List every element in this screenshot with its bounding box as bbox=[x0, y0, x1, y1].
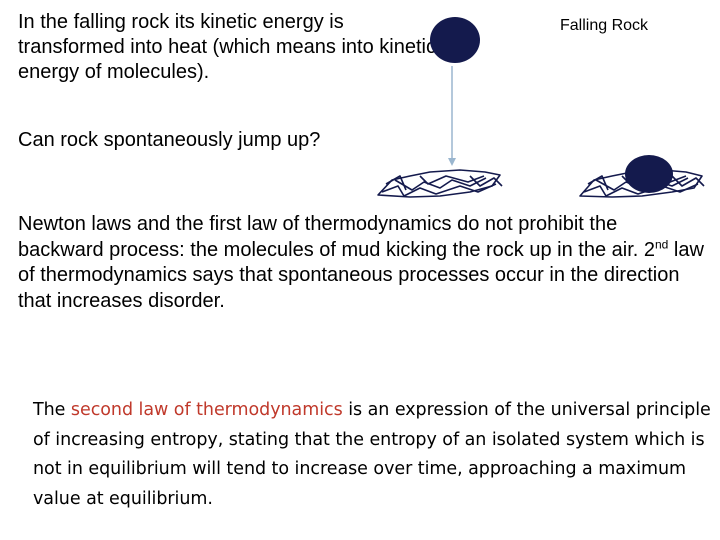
mud-splash-right bbox=[579, 169, 705, 198]
second-law-term: second law of thermodynamics bbox=[70, 400, 343, 420]
ordinal-superscript: nd bbox=[654, 236, 669, 251]
rock-landed bbox=[625, 155, 673, 193]
definition-prefix: The bbox=[33, 400, 71, 420]
falling-arrow-head bbox=[448, 158, 456, 166]
falling-rock-label: Falling Rock bbox=[560, 17, 649, 34]
intro-paragraph: In the falling rock its kinetic energy i… bbox=[18, 11, 436, 83]
newton-text-end: law of thermodynamics says that spontane… bbox=[18, 238, 704, 312]
second-law-definition: The second law of thermodynamics is an e… bbox=[33, 396, 713, 514]
question-text: Can rock spontaneously jump up? bbox=[18, 129, 321, 151]
definition-body: is an expression of the universal princi… bbox=[33, 400, 711, 509]
mud-splash-left bbox=[377, 169, 503, 198]
newton-text-start: Newton laws and the first law of thermod… bbox=[18, 213, 655, 261]
newton-paragraph: Newton laws and the first law of thermod… bbox=[18, 212, 708, 314]
